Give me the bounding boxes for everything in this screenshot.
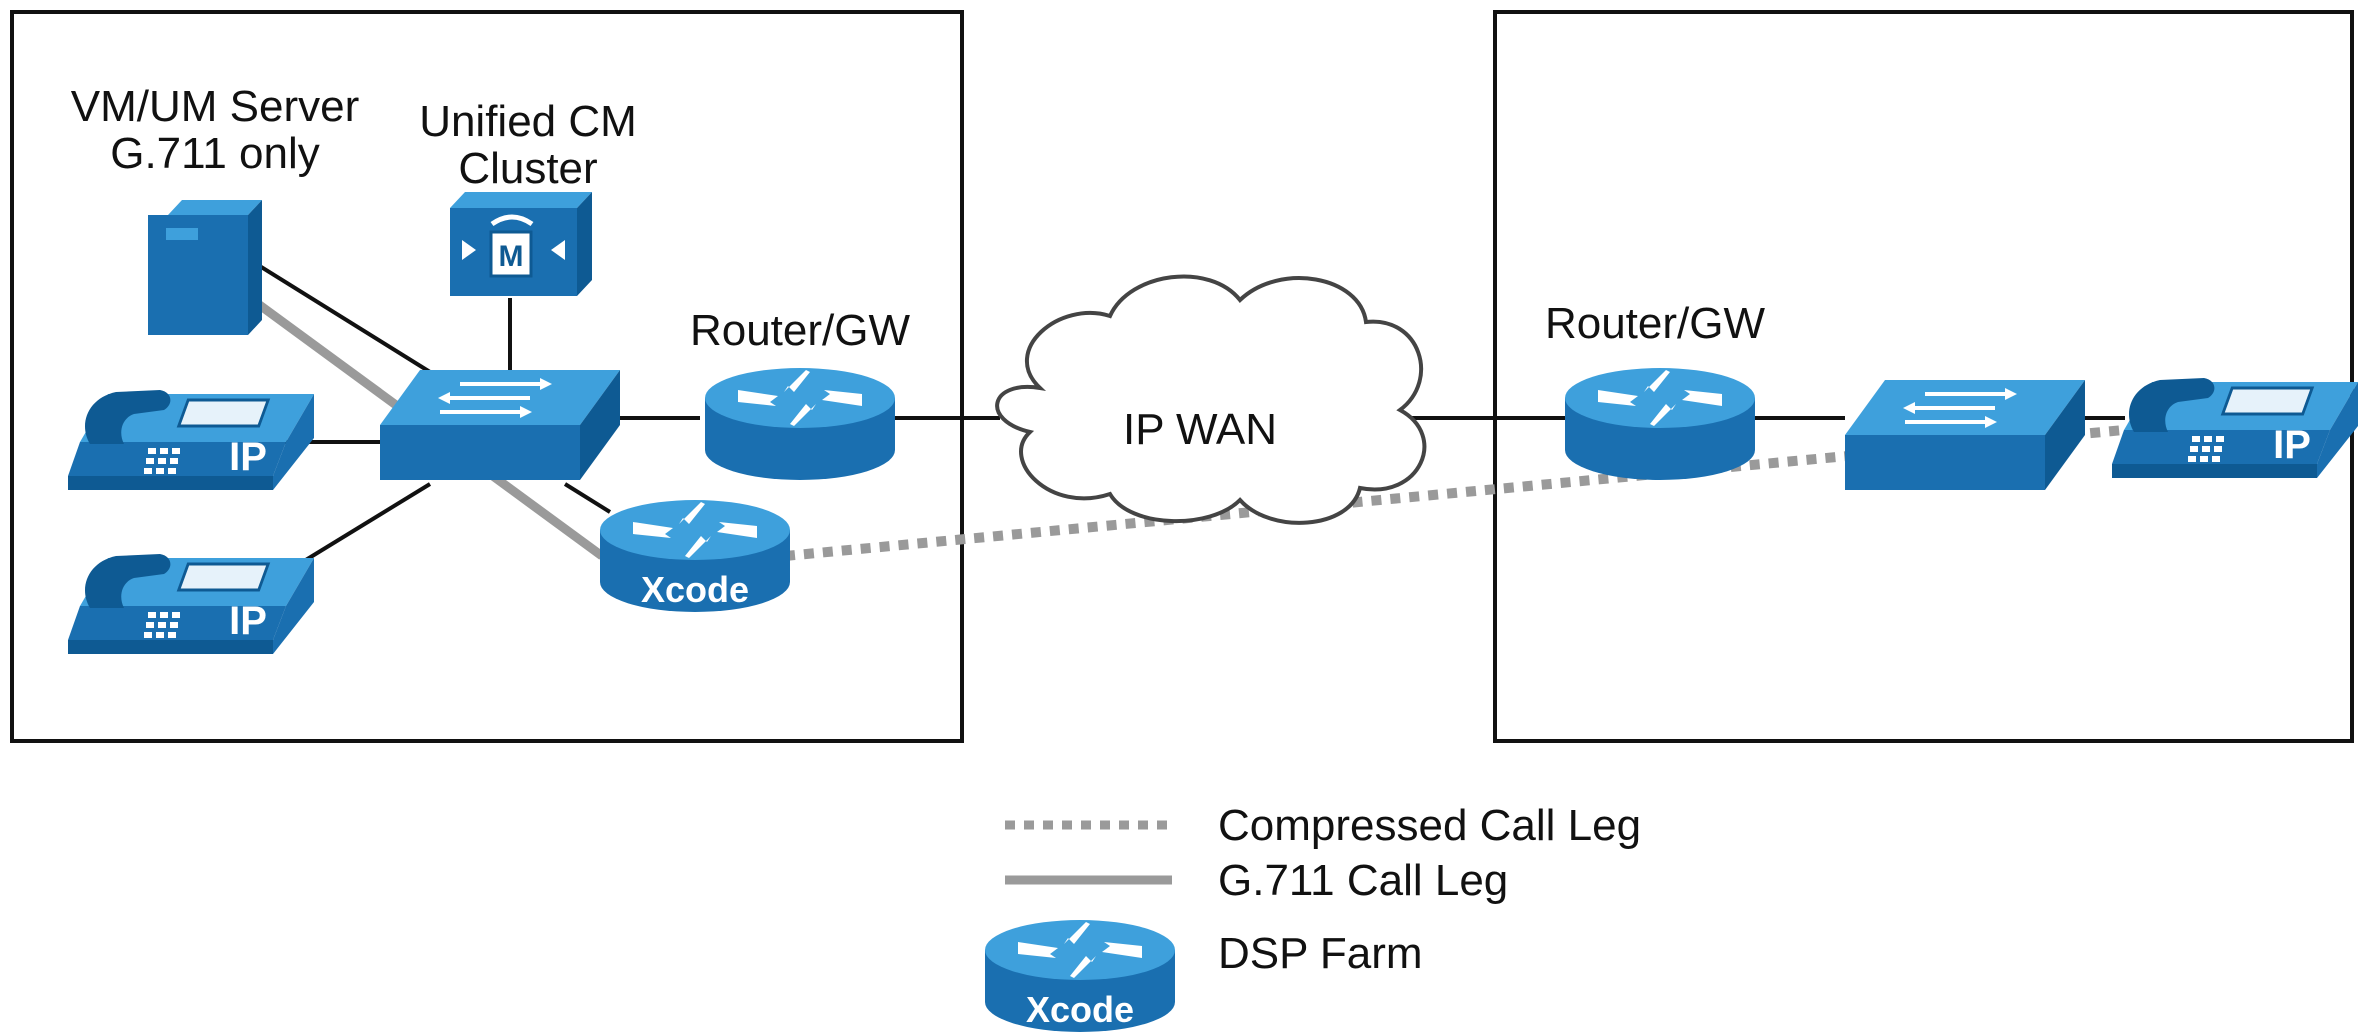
left-router — [705, 368, 895, 480]
right-router — [1565, 368, 1755, 480]
vm-server-label-line2: G.711 only — [110, 129, 320, 178]
right-switch — [1843, 378, 2087, 492]
legend-dsp-label: DSP Farm — [1218, 929, 1423, 978]
right-site-box — [1493, 10, 2354, 743]
ip-wan-label: IP WAN — [1123, 405, 1277, 454]
legend-compressed-label: Compressed Call Leg — [1218, 801, 1641, 850]
xcode-badge: Xcode — [641, 569, 749, 610]
left-router-label: Router/GW — [690, 306, 911, 355]
vm-server-label-line1: VM/UM Server — [71, 82, 359, 131]
legend-dsp-icon: Xcode — [985, 920, 1175, 1032]
legend-g711-label: G.711 Call Leg — [1218, 856, 1508, 905]
ip-wan-cloud: IP WAN — [995, 274, 1427, 525]
legend-xcode-badge: Xcode — [1026, 989, 1134, 1030]
phone-badge-2: IP — [229, 599, 267, 643]
unified-cm-cluster: M — [450, 192, 592, 296]
network-links — [248, 258, 2125, 579]
cluster-label-line1: Unified CM — [419, 97, 637, 146]
vm-um-server — [148, 200, 262, 335]
phone-badge-3: IP — [2273, 423, 2311, 467]
cluster-label-line2: Cluster — [458, 144, 597, 193]
right-router-label: Router/GW — [1545, 299, 1766, 348]
left-switch — [378, 368, 622, 482]
right-ip-phone: IP — [2110, 376, 2360, 480]
cm-badge: M — [499, 240, 524, 273]
xcode-router: Xcode — [600, 500, 790, 612]
left-site-box — [10, 10, 964, 743]
legend: Compressed Call Leg G.711 Call Leg Xcode… — [985, 801, 1641, 1032]
left-ip-phone-2: IP — [66, 552, 316, 656]
phone-badge-1: IP — [229, 435, 267, 479]
left-ip-phone-1: IP — [66, 388, 316, 492]
